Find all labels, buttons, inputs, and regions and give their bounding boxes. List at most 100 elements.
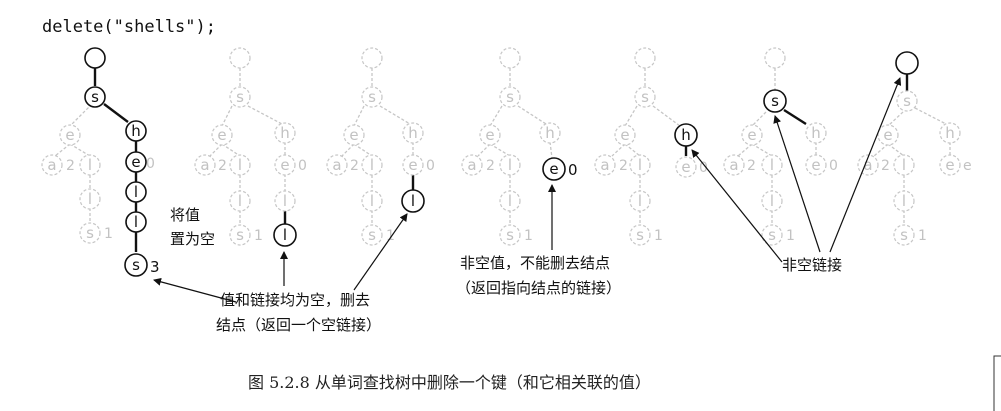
value-a: 2: [881, 158, 890, 174]
node-a: a: [461, 154, 483, 176]
node-h: h: [274, 122, 296, 144]
value-e-nonnull: 0: [568, 161, 578, 179]
node-l: l: [229, 154, 251, 176]
svg-text:s: s: [768, 226, 776, 244]
node-e: e: [741, 124, 763, 146]
annot-delete-node-2: 结点（返回一个空链接）: [216, 316, 381, 334]
svg-text:l: l: [770, 156, 774, 174]
node-e: e: [939, 154, 961, 176]
svg-text:e: e: [945, 156, 954, 174]
node-l: l: [125, 211, 147, 233]
svg-text:l: l: [508, 156, 512, 174]
node-a: a: [194, 154, 216, 176]
value-a: 2: [486, 158, 495, 174]
svg-text:l: l: [238, 156, 242, 174]
svg-text:l: l: [283, 226, 287, 244]
annot-nonnull-link: 非空链接: [782, 256, 842, 274]
annot-nonnull-value-1: 非空值，不能删去结点: [460, 254, 610, 272]
node-e: e: [125, 151, 147, 173]
node-h-highlight: h: [674, 123, 698, 147]
figure-caption: 图 5.2.8 从单词查找树中删除一个键（和它相关联的值）: [248, 373, 651, 392]
svg-text:s: s: [236, 226, 244, 244]
svg-text:h: h: [681, 126, 691, 144]
svg-text:l: l: [902, 192, 906, 210]
svg-text:s: s: [506, 226, 514, 244]
node-s: s: [499, 86, 521, 108]
node-h: h: [805, 122, 827, 144]
svg-text:e: e: [681, 158, 690, 176]
node-l: l: [79, 188, 101, 210]
svg-text:s: s: [641, 88, 649, 106]
node-e: e: [614, 124, 636, 146]
svg-text:l: l: [770, 192, 774, 210]
root-node: [634, 47, 656, 69]
svg-text:h: h: [280, 124, 290, 142]
svg-text:l: l: [88, 190, 92, 208]
node-s: s: [124, 253, 148, 277]
svg-text:s: s: [368, 226, 376, 244]
root-node-highlight: [895, 51, 919, 75]
arrow-to-panel7-link: [829, 77, 902, 253]
value-a: 2: [350, 158, 359, 174]
svg-text:a: a: [863, 156, 872, 174]
annot-delete-node-1: 值和链接均为空，删去: [220, 291, 370, 309]
value-e-leaf: 0: [829, 158, 838, 174]
svg-text:e: e: [747, 126, 756, 144]
annot-set-value-null-2: 置为空: [170, 230, 215, 248]
svg-text:e: e: [65, 126, 74, 144]
node-h: h: [125, 120, 147, 142]
svg-text:s: s: [236, 88, 244, 106]
svg-text:l: l: [508, 192, 512, 210]
node-s: s: [361, 224, 383, 246]
node-a: a: [723, 154, 745, 176]
node-l: l: [761, 154, 783, 176]
value-a: 2: [66, 158, 75, 174]
node-s: s: [229, 224, 251, 246]
svg-text:a: a: [467, 156, 476, 174]
arrow-to-panel1-leaf: [153, 277, 237, 303]
node-l: l: [893, 154, 915, 176]
svg-text:l: l: [411, 192, 415, 210]
svg-text:e: e: [485, 126, 494, 144]
node-e: e: [675, 156, 697, 178]
trie-panel-7: s e h a 2 l l s 1 e e: [857, 51, 972, 246]
value-e-leaf: e: [963, 158, 972, 174]
node-e: e: [274, 154, 296, 176]
svg-text:h: h: [945, 124, 955, 142]
node-l: l: [499, 190, 521, 212]
svg-text:s: s: [900, 226, 908, 244]
node-s: s: [761, 224, 783, 246]
value-s-leaf: 1: [254, 228, 263, 244]
svg-text:l: l: [134, 213, 138, 231]
node-l-highlight: l: [273, 223, 297, 247]
svg-text:a: a: [729, 156, 738, 174]
trie-panel-5: s e a 2 l l s 1 e 0 h: [594, 47, 708, 246]
svg-text:e: e: [811, 156, 820, 174]
value-e-leaf: 0: [426, 158, 435, 174]
node-l: l: [125, 181, 147, 203]
svg-text:h: h: [408, 124, 418, 142]
node-l: l: [893, 190, 915, 212]
svg-text:e: e: [349, 126, 358, 144]
trie-panel-6: e h a 2 l l s 1 e 0 s: [723, 47, 838, 246]
root-node: [499, 47, 521, 69]
node-l: l: [629, 154, 651, 176]
svg-text:a: a: [600, 156, 609, 174]
node-l: l: [274, 190, 296, 212]
value-shells: 3: [150, 258, 160, 276]
node-e: e: [805, 154, 827, 176]
trie-panel-1: e a 2 l l s 1 0 s h e l l s 3: [41, 47, 160, 277]
trie-panel-4: s e h a 2 l l s 1 e 0: [461, 47, 578, 246]
svg-text:s: s: [506, 88, 514, 106]
node-l: l: [761, 190, 783, 212]
node-s: s: [634, 86, 656, 108]
svg-text:e: e: [549, 160, 558, 178]
node-a: a: [41, 154, 63, 176]
value-s-leaf: 1: [524, 228, 533, 244]
svg-text:s: s: [636, 226, 644, 244]
svg-text:s: s: [91, 88, 99, 106]
value-s-leaf: 1: [786, 228, 795, 244]
root-node: [764, 47, 786, 69]
svg-text:h: h: [545, 124, 555, 142]
